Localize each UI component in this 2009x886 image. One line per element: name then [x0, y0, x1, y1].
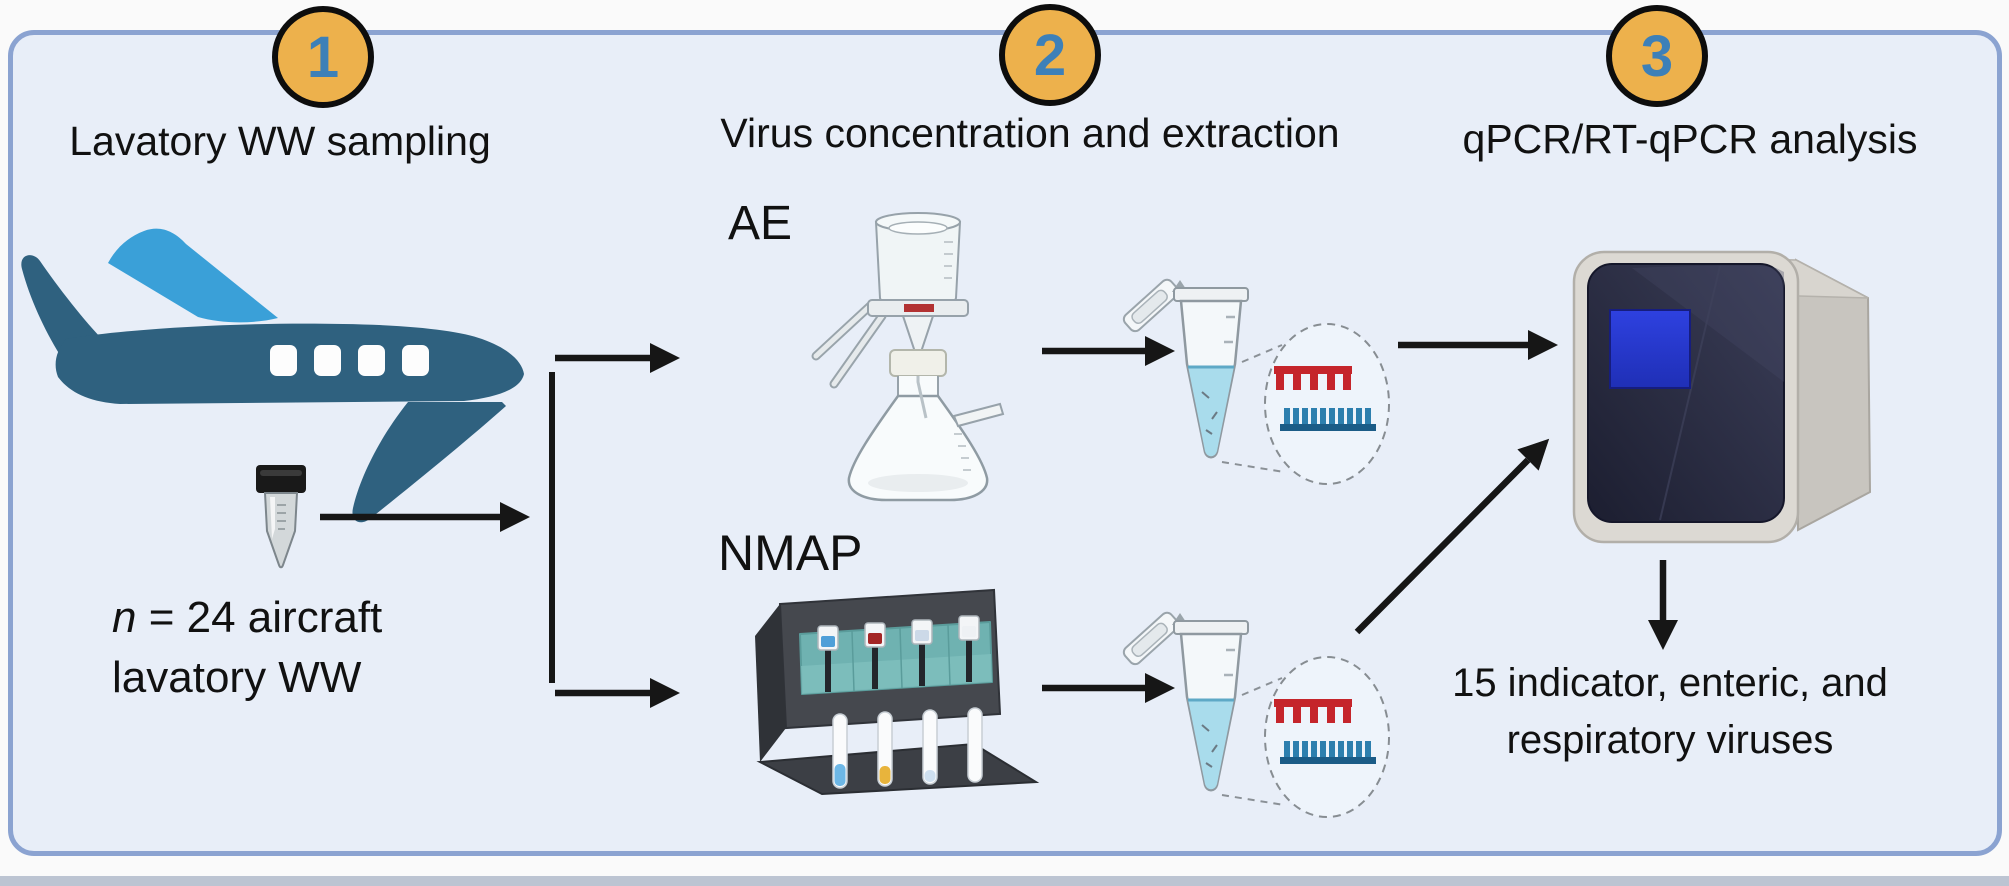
sample-count-note: n = 24 aircraft lavatory WW: [112, 588, 382, 708]
step-1-number: 1: [306, 24, 340, 90]
sample-tube-icon: [256, 465, 306, 569]
microtube-dna-group-bottom: [1119, 608, 1391, 819]
bottom-edge-strip: [0, 876, 2009, 886]
sample-count-line1: n = 24 aircraft: [112, 588, 382, 648]
step-3-number: 3: [1640, 23, 1674, 89]
step-2-number: 2: [1033, 22, 1067, 88]
step-3-title: qPCR/RT-qPCR analysis: [1462, 116, 1918, 162]
qpcr-thermocycler-icon: [1572, 250, 1872, 544]
sample-count-line2: lavatory WW: [112, 652, 362, 702]
method-label-ae: AE: [728, 197, 793, 250]
result-note: 15 indicator, enteric, and respiratory v…: [1420, 655, 1920, 769]
n-symbol: n: [112, 593, 137, 642]
method-label-nmap: NMAP: [718, 525, 863, 581]
sample-count-line1-rest: = 24 aircraft: [136, 593, 383, 642]
step-3-badge: 3: [1606, 5, 1708, 107]
result-line2: respiratory viruses: [1506, 717, 1834, 762]
step-1-badge: 1: [272, 6, 374, 108]
microtube-dna-group-top: [1119, 275, 1391, 486]
result-line1: 15 indicator, enteric, and: [1452, 661, 1888, 705]
step-2-title: Virus concentration and extraction: [720, 110, 1340, 156]
arrow-diagonal-to-qpcr: [1354, 438, 1550, 635]
step-1-title: Lavatory WW sampling: [69, 118, 491, 164]
nmap-concentrator-icon: [755, 588, 1040, 796]
airplane-icon: [21, 228, 524, 523]
qpcr-screen: [1609, 309, 1691, 389]
flow-arrows: [320, 330, 1678, 708]
vacuum-filtration-icon: [811, 212, 1005, 502]
step-2-badge: 2: [999, 4, 1101, 106]
